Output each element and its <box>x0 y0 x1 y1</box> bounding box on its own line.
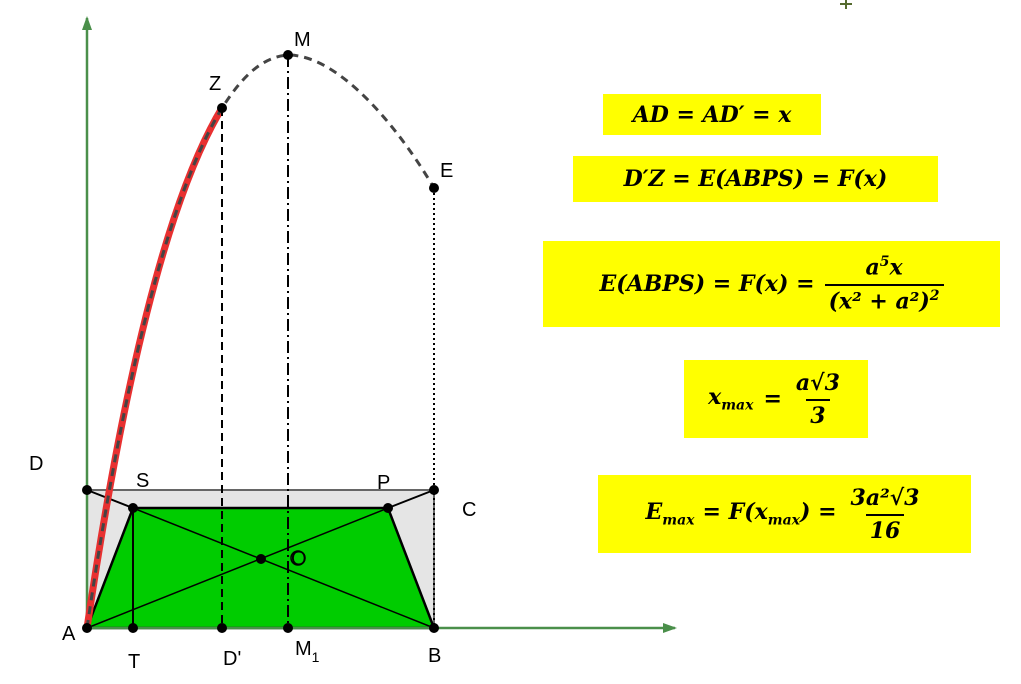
point-b[interactable] <box>429 623 439 633</box>
formula-5-lhs-base: E <box>645 499 663 526</box>
curve-dashed <box>85 53 436 629</box>
point-c[interactable] <box>429 485 439 495</box>
formula-3-num-tail: x <box>889 254 903 281</box>
formula-3-lhs: E(ABPS) = F(x) = <box>599 271 815 297</box>
plus-icon <box>840 0 852 9</box>
formula-3-denominator: (x² + a²)2 <box>824 283 944 314</box>
formula-4-fraction: a√3 3 <box>792 370 844 429</box>
point-t[interactable] <box>128 623 138 633</box>
formula-dz-equals-area: D′Z = E(ABPS) = F(x) <box>573 156 938 202</box>
formula-5-lhs: Emax <box>646 499 695 528</box>
diagonal-as <box>86 507 389 629</box>
label-c: C <box>462 499 476 521</box>
label-a: A <box>62 623 76 645</box>
points <box>82 50 439 633</box>
formula-4-lhs: xmax <box>708 384 753 413</box>
point-z[interactable] <box>217 103 227 113</box>
formula-2-text: D′Z = E(ABPS) = F(x) <box>623 166 888 192</box>
diagonal-bs <box>132 507 435 629</box>
formula-5-fraction: 3a²√3 16 <box>847 485 924 544</box>
point-d[interactable] <box>82 485 92 495</box>
label-m: M <box>294 29 311 51</box>
label-s: S <box>136 470 149 492</box>
formula-ad-equals-x: AD = AD′ = x <box>603 94 821 135</box>
label-m1-base: M <box>295 638 312 660</box>
point-dprime[interactable] <box>217 623 227 633</box>
formula-xmax: xmax = a√3 3 <box>684 360 868 438</box>
formula-5-mid-text: = F(x <box>702 499 768 526</box>
trapezoid-abps <box>85 506 436 630</box>
formula-area-function: E(ABPS) = F(x) = a5x (x² + a²)2 <box>543 241 1000 327</box>
label-b: B <box>428 645 441 667</box>
label-dprime: D' <box>223 648 241 670</box>
formula-3-num-base: a <box>865 254 880 281</box>
label-z: Z <box>209 73 221 95</box>
formula-5-mid-sub: max <box>767 512 800 529</box>
formula-5-mid-end: ) = <box>800 499 837 526</box>
label-e: E <box>440 160 453 182</box>
point-a[interactable] <box>82 623 92 633</box>
formula-5-denominator: 16 <box>865 513 905 544</box>
formula-4-lhs-sub: max <box>721 397 754 414</box>
label-p: P <box>377 472 390 494</box>
label-d: D <box>29 453 43 475</box>
formula-3-numerator: a5x <box>861 254 906 283</box>
formula-1-text: AD = AD′ = x <box>632 101 792 128</box>
point-m[interactable] <box>283 50 293 60</box>
formula-emax: Emax = F(xmax) = 3a²√3 16 <box>598 475 971 553</box>
formula-3-den-exp: 2 <box>929 287 940 304</box>
formula-5-lhs-sub: max <box>662 512 695 529</box>
point-o-ring <box>290 550 306 566</box>
formula-4-eq: = <box>763 386 782 412</box>
formula-4-denominator: 3 <box>806 398 830 429</box>
label-t: T <box>128 651 140 673</box>
formula-4-numerator: a√3 <box>795 369 840 396</box>
segment-pc <box>387 489 435 509</box>
label-o: O <box>291 548 307 570</box>
label-m1-index: 1 <box>312 649 320 665</box>
formula-3-num-exp: 5 <box>879 254 890 271</box>
formula-4-lhs-base: x <box>708 384 722 411</box>
point-p[interactable] <box>383 503 393 513</box>
formula-5-numerator: 3a²√3 <box>850 484 920 511</box>
formula-5-mid: = F(xmax) = <box>703 499 837 528</box>
point-o[interactable] <box>256 554 266 564</box>
label-m1: M1 <box>295 638 320 665</box>
point-e[interactable] <box>429 183 439 193</box>
formula-3-den-base: (x² + a²) <box>828 287 930 314</box>
formula-3-fraction: a5x (x² + a²)2 <box>824 254 944 314</box>
point-s[interactable] <box>128 503 138 513</box>
point-m1[interactable] <box>283 623 293 633</box>
